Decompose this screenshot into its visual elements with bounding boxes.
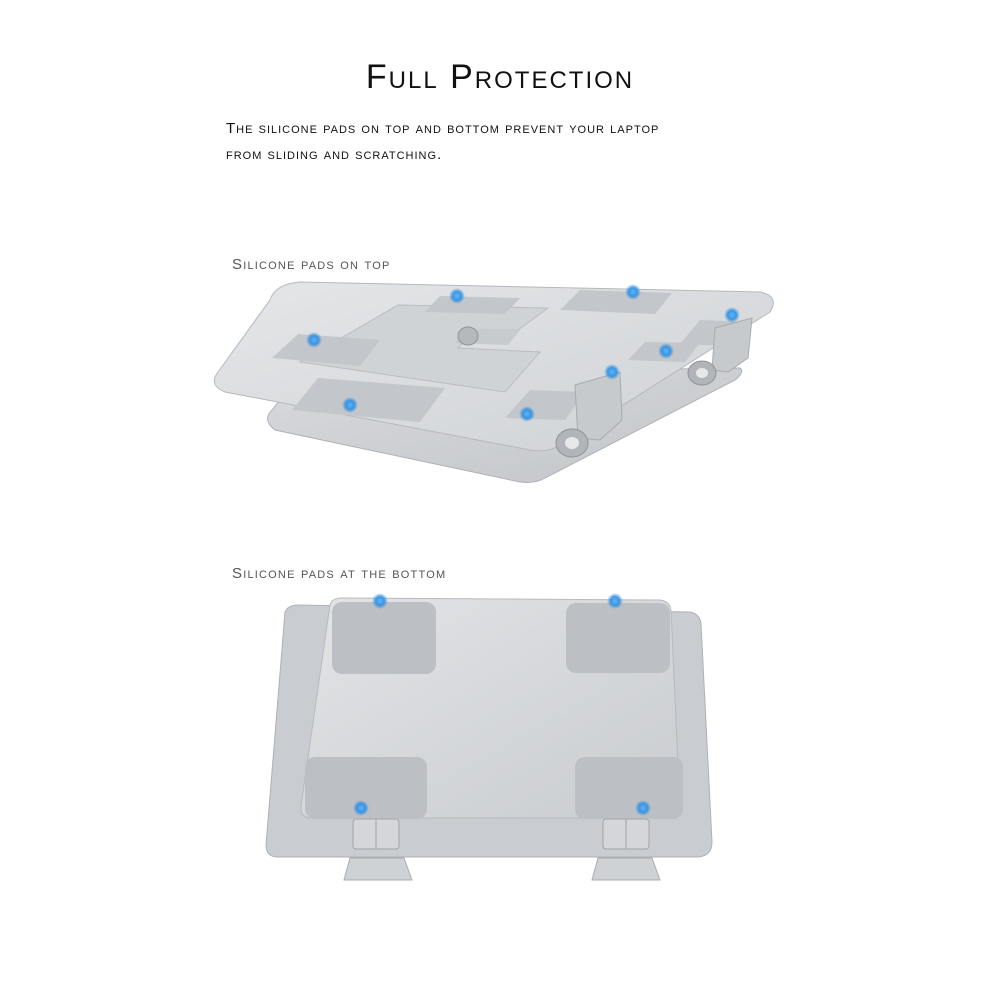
blue-dot-marker-icon (353, 593, 651, 816)
label-top-pads: Silicone pads on top (232, 256, 391, 273)
hinge-back-left (457, 326, 479, 346)
bottom-hinge-right (591, 818, 661, 881)
bottom-pad (575, 757, 683, 819)
hinge-clip-right (687, 317, 753, 386)
stand-top-view (213, 281, 774, 483)
blue-dot-marker-icon (306, 284, 740, 422)
page-title: Full Protection (365, 58, 635, 96)
top-pad (272, 334, 380, 366)
label-bottom-pads: Silicone pads at the bottom (232, 565, 447, 582)
bottom-pad (332, 602, 436, 674)
description-line-1: The silicone pads on top and bottom prev… (226, 120, 660, 137)
top-pad (292, 378, 445, 422)
stand-bottom-view (265, 593, 713, 881)
bottom-pad (305, 757, 427, 819)
description: The silicone pads on top and bottom prev… (226, 116, 826, 168)
hinge-clip-left (555, 371, 623, 458)
bottom-pad (566, 603, 670, 673)
top-pad (560, 290, 672, 314)
top-pad (425, 296, 520, 314)
stand-top-window (298, 304, 550, 393)
bottom-hinge-left (343, 818, 413, 881)
description-line-2: from sliding and scratching. (226, 146, 443, 163)
